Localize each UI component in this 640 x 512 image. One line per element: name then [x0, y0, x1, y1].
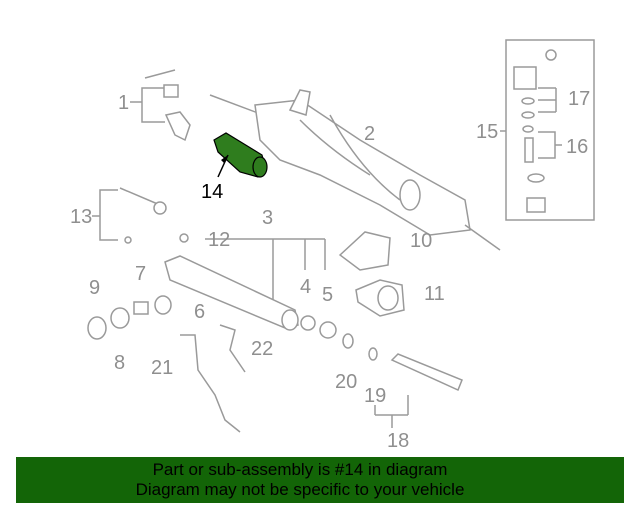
- label-15: 15: [476, 121, 498, 143]
- label-1: 1: [118, 92, 129, 114]
- label-10: 10: [410, 230, 432, 252]
- label-4: 4: [300, 276, 311, 298]
- label-2: 2: [364, 123, 375, 145]
- part-14-bellows-boot[interactable]: [213, 132, 268, 178]
- label-22: 22: [251, 338, 273, 360]
- label-21: 21: [151, 357, 173, 379]
- label-8: 8: [114, 352, 125, 374]
- label-5: 5: [322, 284, 333, 306]
- label-14: 14: [201, 181, 223, 203]
- part-10-11[interactable]: [338, 231, 405, 317]
- label-18: 18: [387, 430, 409, 452]
- part-1[interactable]: [130, 69, 191, 142]
- label-9: 9: [89, 277, 100, 299]
- part-18[interactable]: [374, 353, 463, 428]
- part-3-housing[interactable]: [164, 233, 326, 331]
- label-6: 6: [194, 301, 205, 323]
- info-banner: Part or sub-assembly is #14 in diagram D…: [16, 457, 624, 503]
- label-11: 11: [424, 283, 445, 305]
- label-19: 19: [364, 385, 386, 407]
- part-2-steering-rack[interactable]: [209, 89, 501, 251]
- small-parts[interactable]: [87, 295, 378, 361]
- label-3: 3: [262, 207, 273, 229]
- label-17: 17: [568, 88, 590, 110]
- banner-line-1: Part or sub-assembly is #14 in diagram: [152, 460, 448, 479]
- banner-line-2: Diagram may not be specific to your vehi…: [135, 480, 465, 499]
- part-21-22[interactable]: [180, 324, 246, 433]
- part-15-kit-box[interactable]: [500, 39, 595, 221]
- label-7: 7: [135, 263, 146, 285]
- label-13: 13: [70, 206, 92, 228]
- label-16: 16: [566, 136, 588, 158]
- part-13[interactable]: [92, 187, 167, 244]
- label-20: 20: [335, 371, 357, 393]
- label-12: 12: [208, 229, 230, 251]
